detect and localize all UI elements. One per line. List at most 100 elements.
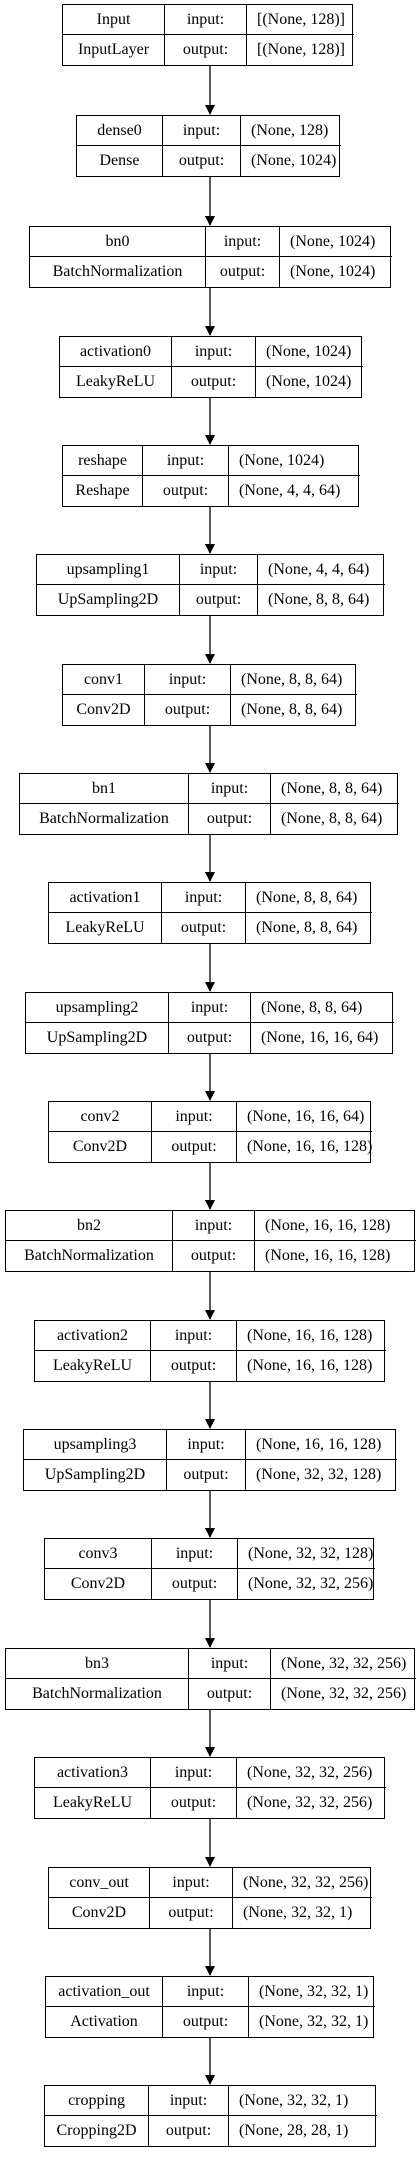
input-label: input:	[151, 1758, 237, 1787]
input-label: input:	[167, 1430, 246, 1459]
output-label: output:	[163, 146, 241, 176]
layer-type: Reshape	[63, 476, 143, 506]
output-shape: (None, 1024)	[266, 373, 352, 390]
output-label: output:	[162, 913, 246, 943]
layer-type: LeakyReLU	[60, 367, 172, 397]
input-label: input:	[172, 337, 256, 366]
output-shape: (None, 1024)	[290, 263, 376, 280]
layer-name: bn1	[20, 774, 189, 803]
layer-type: LeakyReLU	[35, 1351, 151, 1381]
output-shape: (None, 28, 28, 1)	[239, 2122, 349, 2139]
input-label: input:	[169, 993, 251, 1022]
output-label: output:	[151, 1788, 237, 1818]
input-label: input:	[145, 665, 231, 694]
layer-name: upsampling3	[24, 1430, 167, 1459]
output-shape: (None, 8, 8, 64)	[241, 701, 343, 718]
layer-type: Conv2D	[63, 695, 145, 725]
output-label: output:	[172, 367, 256, 397]
input-label: input:	[180, 555, 258, 584]
output-label: output:	[151, 1351, 237, 1381]
output-shape: (None, 16, 16, 128)	[265, 1247, 391, 1264]
input-label: input:	[163, 116, 241, 145]
output-label: output:	[167, 1460, 246, 1490]
layer-name: Input	[63, 5, 165, 34]
layer-type: Cropping2D	[45, 2116, 149, 2146]
layer-type: BatchNormalization	[30, 257, 206, 287]
layer-name: activation0	[60, 337, 172, 366]
layer-type: LeakyReLU	[35, 1788, 151, 1818]
layer-type: BatchNormalization	[20, 804, 189, 834]
output-label: output:	[206, 257, 280, 287]
input-shape: (None, 32, 32, 1)	[239, 2091, 349, 2109]
layer-name: conv2	[49, 1102, 152, 1131]
layer-type: UpSampling2D	[26, 1023, 169, 1053]
output-shape: (None, 1024)	[251, 152, 337, 169]
output-shape: (None, 8, 8, 64)	[281, 810, 383, 827]
layer-type: UpSampling2D	[24, 1460, 167, 1490]
input-shape: [(None, 128)]	[257, 10, 345, 28]
layer-name: cropping	[45, 2086, 149, 2115]
layer-type: Dense	[77, 146, 163, 176]
output-shape: (None, 32, 32, 128)	[256, 1466, 382, 1483]
input-shape: (None, 1024)	[290, 232, 376, 250]
input-label: input:	[149, 2086, 229, 2115]
layer-name: upsampling1	[37, 555, 180, 584]
input-label: input:	[173, 1211, 255, 1240]
output-shape: [(None, 128)]	[257, 41, 345, 58]
input-shape: (None, 8, 8, 64)	[256, 888, 358, 906]
layer-name: bn0	[30, 227, 206, 256]
input-shape: (None, 4, 4, 64)	[268, 560, 370, 578]
input-shape: (None, 32, 32, 256)	[281, 1654, 407, 1672]
layer-type: Conv2D	[49, 1132, 152, 1162]
input-shape: (None, 32, 32, 256)	[247, 1763, 373, 1781]
output-shape: (None, 32, 32, 1)	[259, 2013, 369, 2030]
output-label: output:	[180, 585, 258, 615]
output-label: output:	[143, 476, 229, 506]
input-shape: (None, 1024)	[239, 451, 325, 469]
layer-name: conv1	[63, 665, 145, 694]
output-label: output:	[189, 1679, 271, 1709]
layer-type: Activation	[46, 2007, 163, 2037]
input-shape: (None, 32, 32, 128)	[248, 1544, 374, 1562]
output-shape: (None, 32, 32, 1)	[243, 1904, 353, 1921]
input-shape: (None, 8, 8, 64)	[281, 779, 383, 797]
layer-name: reshape	[63, 446, 143, 475]
layer-type: Conv2D	[49, 1898, 150, 1928]
output-shape: (None, 16, 16, 128)	[247, 1138, 373, 1155]
input-shape: (None, 128)	[251, 121, 329, 139]
